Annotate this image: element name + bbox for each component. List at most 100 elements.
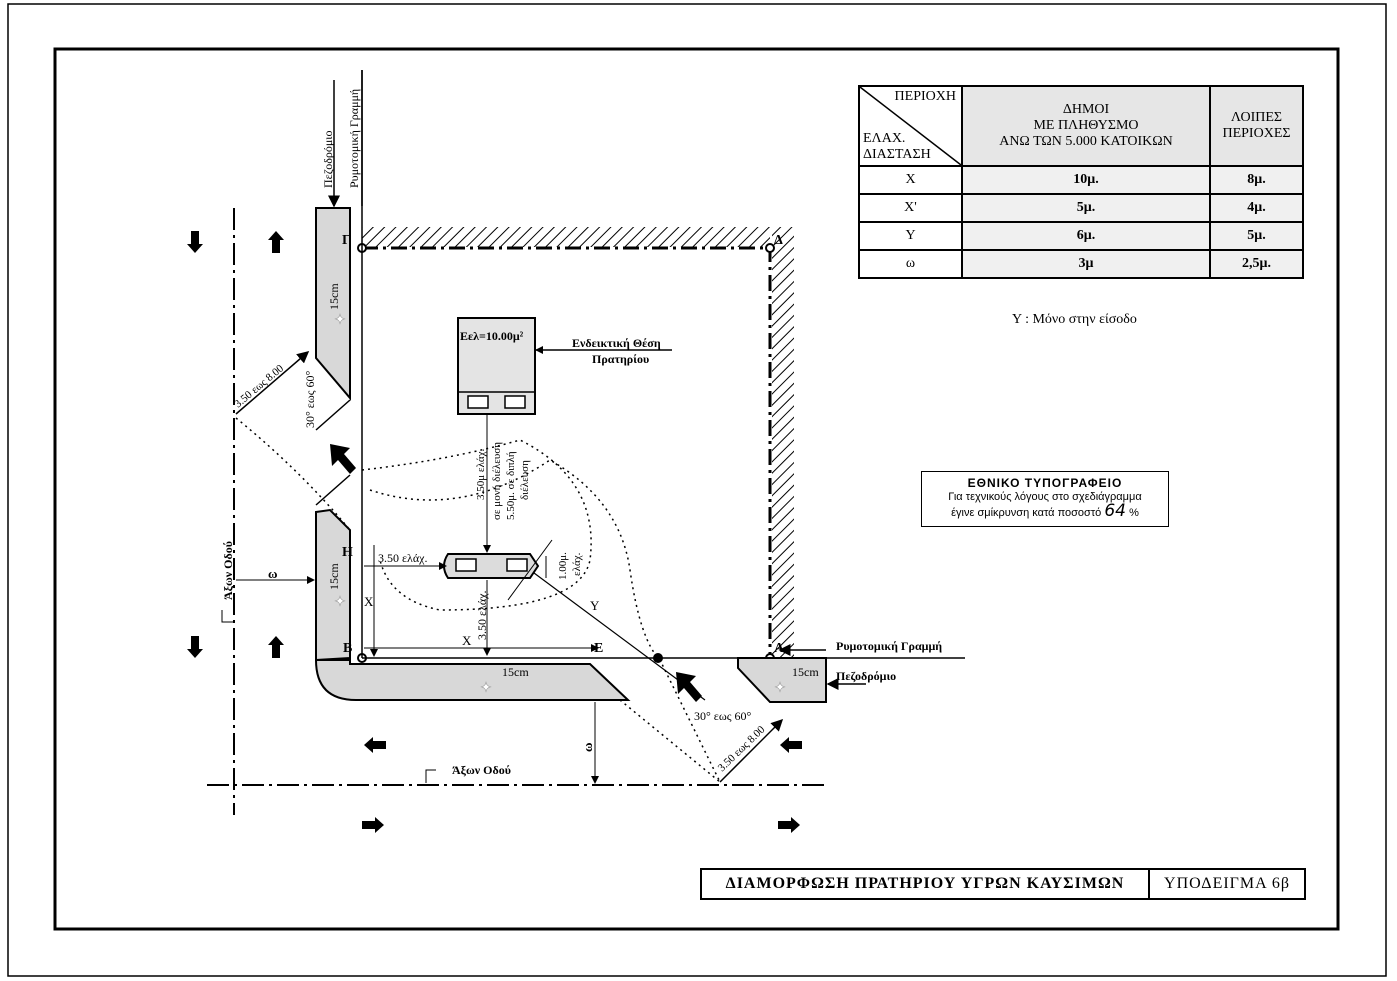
entry-line-left-2	[315, 474, 351, 506]
hatch-top-wall	[362, 227, 770, 247]
stamp-title: ΕΘΝΙΚΟ ΤΥΠΟΓΡΑΦΕΙΟ	[967, 476, 1123, 490]
curb-mark-2: ✦	[334, 595, 346, 610]
traffic-arrow-down-2	[187, 636, 203, 658]
road-axis-bottom-label: Άξων Οδού	[452, 763, 511, 777]
curb-mark-3: ✦	[480, 681, 492, 696]
dimensions-table: ΠΕΡΙΟΧΗ ΕΛΑΧ.ΔΙΑΣΤΑΣΗ ΔΗΜΟΙ ΜΕ ΠΛΗΘΥΣΜΟ …	[858, 85, 1304, 279]
title-block: ΔΙΑΜΟΡΦΩΣΗ ΠΡΑΤΗΡΙΟΥ ΥΓΡΩΝ ΚΑΥΣΙΜΩΝ ΥΠΟΔ…	[700, 868, 1306, 900]
row-municipalities-value: 3μ	[961, 249, 1211, 279]
inner-frame	[53, 47, 1340, 931]
table-corner-diagonal	[860, 87, 961, 165]
national-printing-stamp: ΕΘΝΙΚΟ ΤΥΠΟΓΡΑΦΕΙΟ Για τεχνικούς λόγους …	[921, 471, 1169, 527]
curb-label-4: 15cm	[792, 665, 819, 679]
entry-arrow-bottom	[676, 672, 702, 702]
station-label-2: Πρατηρίου	[592, 352, 649, 366]
table-row: Υ 6μ. 5μ.	[858, 221, 1304, 251]
row-municipalities-value: 10μ.	[961, 165, 1211, 195]
row-municipalities-value: 6μ.	[961, 221, 1211, 251]
header-other-areas: ΛΟΙΠΕΣ ΠΕΡΙΟΧΕΣ	[1209, 85, 1304, 167]
curb-island-bottom-right	[737, 657, 827, 703]
row-dim: Χ	[858, 165, 963, 195]
width-left-label: 3.50 εως 8.00	[232, 362, 286, 410]
point-b-label: Β	[343, 641, 352, 656]
angle-bottom-label: 30° εως 60°	[694, 709, 751, 723]
leader-axis-bottom	[425, 769, 436, 783]
top-left-building-line-label: Ρυμοτομική Γραμμή	[347, 89, 361, 188]
dotted-curve-left	[235, 417, 351, 531]
point-d-dot	[765, 243, 775, 253]
right-sidewalk-label: Πεζοδρόμιο	[836, 669, 896, 683]
curb-label-2: 15cm	[327, 563, 341, 590]
point-h-label: Η	[342, 545, 353, 560]
header-min-dimension: ΕΛΑΧ.ΔΙΑΣΤΑΣΗ	[863, 131, 931, 162]
dist-100-2: ελάχ.	[571, 552, 583, 576]
dim-width-bottom	[719, 718, 784, 783]
width-bottom-label: 3.50 εως 8.00	[716, 723, 768, 774]
traffic-arrow-right-1	[362, 817, 384, 833]
header-area: ΠΕΡΙΟΧΗ	[894, 89, 956, 104]
dist-single-1: 3.50μ ελάχ.	[475, 449, 487, 500]
table-row: Χ' 5μ. 4μ.	[858, 193, 1304, 223]
angle-left-label: 30° εως 60°	[303, 371, 317, 428]
dist-100-1: 1.00μ.	[557, 552, 569, 580]
stamp-percent: 64	[1104, 501, 1126, 521]
entrance-note: Υ : Μόνο στην είσοδο	[1012, 312, 1137, 327]
curb-mark-1: ✦	[334, 313, 346, 328]
drawing-title: ΔΙΑΜΟΡΦΩΣΗ ΠΡΑΤΗΡΙΟΥ ΥΓΡΩΝ ΚΑΥΣΙΜΩΝ	[702, 870, 1150, 898]
traffic-arrow-up-2	[268, 636, 284, 658]
right-building-line-label: Ρυμοτομική Γραμμή	[836, 639, 942, 653]
omega-left-label: ω	[268, 566, 278, 581]
junction-dot	[653, 653, 663, 663]
header-municipalities: ΔΗΜΟΙ ΜΕ ΠΛΗΘΥΣΜΟ ΑΝΩ ΤΩΝ 5.000 ΚΑΤΟΙΚΩΝ	[961, 85, 1211, 167]
row-dim: Χ'	[858, 193, 963, 223]
curb-island-top-left	[315, 207, 351, 401]
road-axis-left-label: Άξων Οδού	[221, 541, 235, 600]
station-label-1: Ενδεικτική Θέση	[572, 336, 661, 350]
entry-arrow-left	[330, 444, 356, 474]
dotted-curve-outer	[369, 459, 721, 783]
curb-label-1: 15cm	[327, 283, 341, 310]
curb-mark-4: ✦	[774, 681, 786, 696]
row-other-value: 8μ.	[1209, 165, 1304, 195]
curb-island-bottom-left	[314, 659, 631, 701]
row-other-value: 5μ.	[1209, 221, 1304, 251]
x-label-horizontal: X	[462, 633, 472, 648]
row-other-value: 4μ.	[1209, 193, 1304, 223]
dist-single-2: σε μονή διέλευση	[491, 442, 503, 520]
building-area-label: Eελ=10.00μ²	[460, 329, 524, 343]
curb-label-3: 15cm	[502, 665, 529, 679]
y-label: Υ	[590, 598, 600, 613]
point-a-label: Α	[774, 641, 785, 656]
entry-line-left-1	[315, 399, 351, 431]
traffic-arrow-up-1	[268, 231, 284, 253]
outer-frame	[7, 3, 1387, 977]
table-corner-header: ΠΕΡΙΟΧΗ ΕΛΑΧ.ΔΙΑΣΤΑΣΗ	[858, 85, 963, 167]
point-g-label: Γ	[342, 233, 351, 248]
dist-double-1: 5.50μ. σε διπλή	[505, 451, 517, 520]
table-row: Χ 10μ. 8μ.	[858, 165, 1304, 195]
pump-pointer	[507, 539, 553, 601]
diagonal-y-line	[529, 569, 706, 701]
row-dim: ω	[858, 249, 963, 279]
leader-axis-left	[221, 610, 234, 623]
curb-island-left	[315, 508, 351, 662]
point-e-label: Ε	[594, 641, 603, 656]
stamp-line2: έγινε σμίκρυνση κατά ποσοστό 64 %	[951, 501, 1139, 521]
dist-350-label: 3.50 ελάχ.	[378, 551, 427, 565]
stamp-line1: Για τεχνικούς λόγους στο σχεδιάγραμμα	[948, 491, 1142, 503]
dim-width-left	[235, 351, 310, 415]
table-row: ω 3μ 2,5μ.	[858, 249, 1304, 279]
row-other-value: 2,5μ.	[1209, 249, 1304, 279]
dist-double-2: διέλευση	[519, 460, 531, 500]
traffic-arrow-left-2	[780, 737, 802, 753]
traffic-arrow-left-1	[364, 737, 386, 753]
hatch-right-wall	[772, 227, 794, 657]
dist-vertical-label: 3.50 ελάχ.	[475, 591, 489, 640]
x-label-vertical: X	[364, 594, 374, 609]
omega-bottom-label: ω	[580, 742, 595, 752]
traffic-arrow-down-1	[187, 231, 203, 253]
sample-number: ΥΠΟΔΕΙΓΜΑ 6β	[1164, 875, 1290, 892]
traffic-arrow-right-2	[778, 817, 800, 833]
row-dim: Υ	[858, 221, 963, 251]
